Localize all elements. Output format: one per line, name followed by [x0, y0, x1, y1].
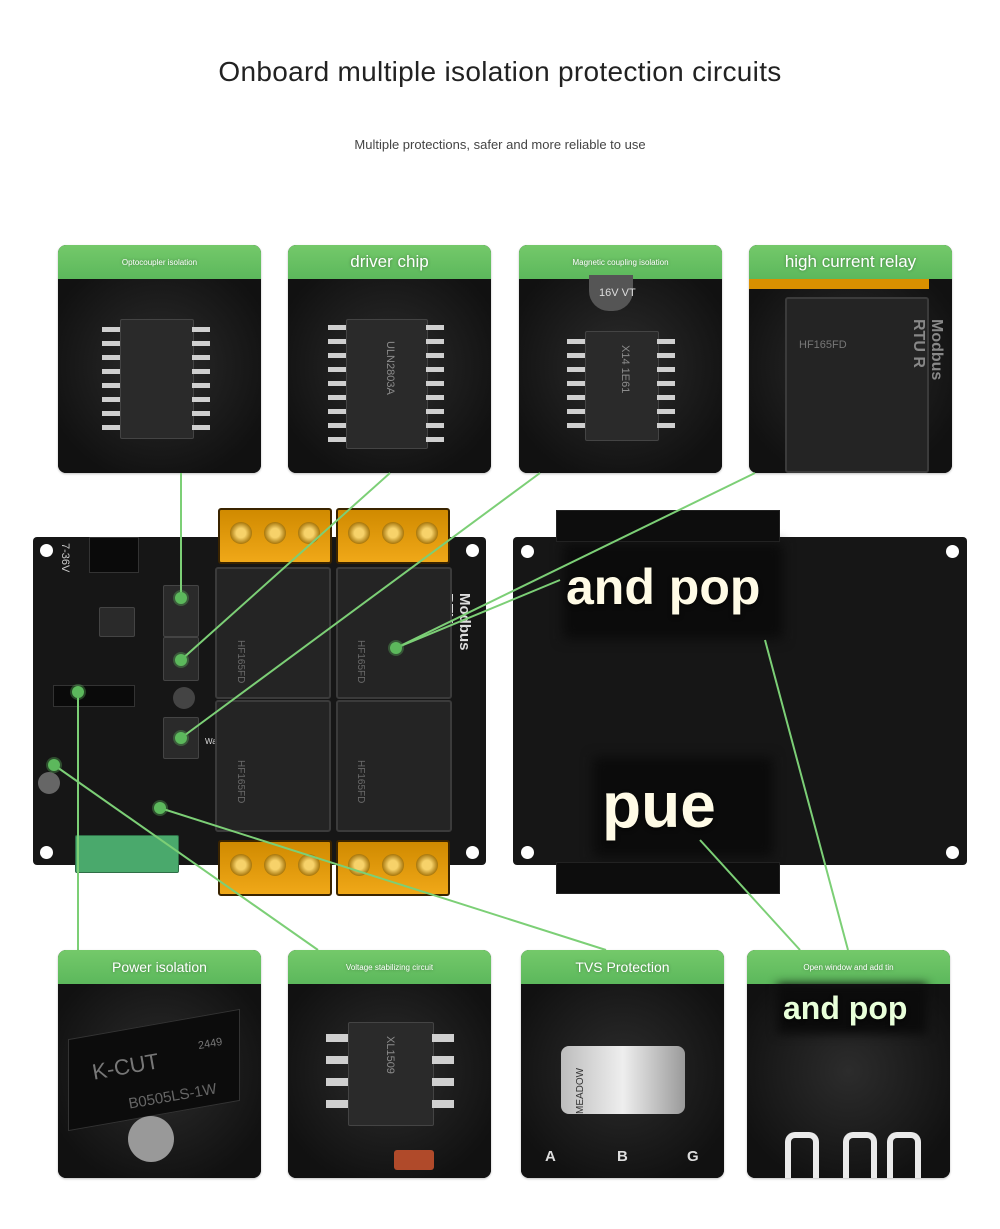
card-label: driver chip [288, 245, 491, 279]
card-driver-chip: driver chip ULN2803A [288, 245, 491, 473]
capacitor-icon [38, 772, 60, 794]
card-label: TVS Protection [521, 950, 724, 984]
tvs-pin-b: B [617, 1148, 628, 1165]
relay-1 [215, 567, 331, 699]
isolation-chip [585, 331, 659, 441]
callout-dot [48, 759, 60, 771]
tvs-gas-discharge-tube [561, 1046, 685, 1114]
card-label: Optocoupler isolation [58, 245, 261, 279]
capacitor-icon [173, 687, 195, 709]
callout-dot [175, 654, 187, 666]
overlay-text-bottom: pue [602, 769, 716, 841]
card-image: 16V VT X14 1E61 [519, 275, 722, 473]
page-title: Onboard multiple isolation protection ci… [218, 56, 782, 87]
back-terminal-top [556, 510, 780, 542]
card-optocoupler-isolation: Optocoupler isolation [58, 245, 261, 473]
card-image: HF165FD Modbus RTU R [749, 279, 952, 473]
isolation-chip-marking: X14 1E61 [619, 345, 631, 394]
relay-terminal-bottom-1 [218, 840, 332, 896]
card-voltage-stabilizing-circuit: Voltage stabilizing circuit XL1509 [288, 950, 491, 1178]
relay-2 [336, 567, 452, 699]
driver-chip-ic [346, 319, 428, 449]
page-subtitle: Multiple protections, safer and more rel… [354, 137, 646, 152]
callout-dot [72, 686, 84, 698]
card-label: high current relay [749, 245, 952, 279]
voltage-regulator-chip [348, 1022, 434, 1126]
card-open-window-add-tin: Open window and add tin and pop [747, 950, 950, 1178]
relay-model-label: HF165FD [355, 760, 366, 804]
relay-component [785, 297, 929, 473]
green-terminal-block [75, 835, 179, 873]
card-label: Power isolation [58, 950, 261, 984]
card-image: MEADOW A B G [521, 984, 724, 1178]
card-tvs-protection: TVS Protection MEADOW A B G [521, 950, 724, 1178]
card-high-current-relay: high current relay HF165FD Modbus RTU R [749, 245, 952, 473]
card-image: K-CUT 2449 B0505LS-1W [58, 984, 261, 1178]
card-image: ULN2803A [288, 279, 491, 473]
callout-dot [175, 732, 187, 744]
callout-dot [390, 642, 402, 654]
card-magnetic-coupling-isolation: Magnetic coupling isolation 16V VT X14 1… [519, 245, 722, 473]
capacitor-icon [589, 275, 633, 311]
mcu-chip [99, 607, 135, 637]
callout-dot [175, 592, 187, 604]
relay-side-text: Modbus RTU R [910, 319, 945, 381]
relay-terminal-top-2 [336, 508, 450, 564]
card-label: Voltage stabilizing circuit [288, 950, 491, 984]
optocoupler-chip [120, 319, 194, 439]
relay-model-label: HF165FD [235, 760, 246, 804]
relay-terminal-top-1 [218, 508, 332, 564]
relay-terminal-bottom-2 [336, 840, 450, 896]
card-image [58, 279, 261, 473]
relay-model-label: HF165FD [235, 640, 246, 684]
card-label: Open window and add tin [747, 950, 950, 984]
voltage-label: 7-36V [59, 543, 71, 573]
tvs-pin-g: G [687, 1148, 699, 1165]
regulator-marking: XL1509 [384, 1036, 396, 1074]
relay-model-label: HF165FD [355, 640, 366, 684]
overlay-text: and pop [783, 990, 908, 1026]
overlay-text-top: and pop [566, 559, 761, 615]
callout-dot [154, 802, 166, 814]
card-label: Magnetic coupling isolation [519, 245, 722, 279]
tvs-pin-a: A [545, 1148, 556, 1165]
card-image: XL1509 [288, 984, 491, 1178]
driver-chip-marking: ULN2803A [384, 341, 396, 395]
relay-model-text: HF165FD [799, 339, 847, 351]
relay-4 [336, 700, 452, 832]
relay-3 [215, 700, 331, 832]
isolation-module [53, 685, 135, 707]
card-power-isolation: Power isolation K-CUT 2449 B0505LS-1W [58, 950, 261, 1178]
power-jack [89, 537, 139, 573]
capacitor-icon [128, 1116, 174, 1162]
tvs-marking: MEADOW [575, 1067, 586, 1114]
back-terminal-bottom [556, 862, 780, 894]
card-image: and pop [747, 984, 950, 1178]
